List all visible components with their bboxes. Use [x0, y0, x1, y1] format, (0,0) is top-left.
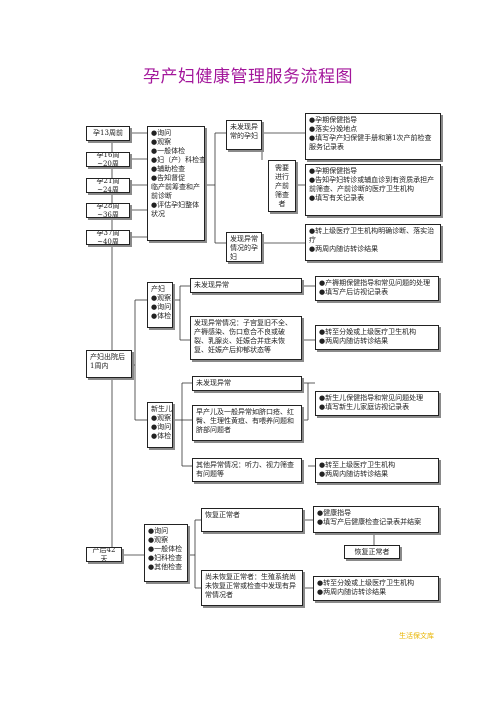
week-box-13: 孕13周前 [86, 126, 130, 141]
newborn-other-actions-box: ●转至上级医疗卫生机构 ●两周内随访转诊结果 [315, 458, 439, 483]
box-text: 需要进行产前筛查者 [275, 163, 289, 208]
week-label: 孕28周~36周 [96, 203, 120, 218]
mother-check-box: 产妇 ●观察 ●询问 ●体检 [147, 282, 173, 328]
list-item: ●两周内随访转诊结果 [319, 470, 389, 478]
list-item: ●告知孕妇转诊或辅血诊到有资质承担产前筛查、产前诊断的医疗卫生机构 [309, 176, 435, 193]
list-item: ●询问 [151, 423, 172, 431]
list-item: ●告知督促 [151, 174, 186, 182]
list-item: ●体检 [151, 432, 172, 440]
list-item: ●询问 [148, 527, 169, 535]
box-text: 产后42天 [92, 547, 116, 562]
list-item: ●一般体检 [151, 147, 186, 155]
newborn-check-box: 新生儿 ●观察 ●询问 ●体检 [147, 402, 173, 448]
recover-normal-box: 恢复正常者 [344, 545, 400, 559]
list-item: ●评估孕妇整体状况 [151, 201, 200, 218]
box-text: 尚未恢复正常者：生殖系统尚未恢复正常或检查中发现有异常情况者 [205, 573, 296, 599]
day42-check-box: ●询问 ●观察 ●一般体检 ●妇科检查 ●其他检查 [144, 524, 188, 582]
newborn-normal-box: 未发现异常 [192, 376, 302, 391]
box-text: 其他异常情况：听力、视力筛查有问题等 [196, 461, 294, 478]
list-item: ●辅助检查 [151, 165, 186, 173]
list-item: ●观察 [151, 138, 172, 146]
box-text: 未发现异常 [194, 281, 229, 289]
newborn-normal-actions-box: ●新生儿保健指导和常见问题处理 ●填写新生儿家庭访视记录表 [315, 391, 439, 416]
list-item: ●两周内随访转诊结果 [309, 245, 379, 253]
list-item: ●填写孕产妇保健手册和第1次产前检查服务记录表 [309, 134, 432, 151]
list-item: ●转至分娩或上级医疗卫生机构 [319, 328, 417, 336]
prenatal-check-box: ●询问 ●观察 ●一般体检 ●妇（产）科检查 ●辅助检查 ●告知督促 临产前筹查… [147, 126, 205, 241]
week-box-21-24: 孕21周~24周 [86, 178, 130, 193]
list-item: ●填写有关记录表 [309, 194, 365, 202]
list-item: ●询问 [151, 129, 172, 137]
not-recovered-box: 尚未恢复正常者：生殖系统尚未恢复正常或检查中发现有异常情况者 [201, 570, 303, 606]
box-text: 未发现异常 [196, 379, 231, 387]
list-item: ●填写产后健康检查记录表并结案 [317, 518, 422, 526]
list-item: ●询问 [151, 303, 172, 311]
postpartum-42-box: 产后42天 [86, 547, 122, 562]
box-text: 恢复正常者 [205, 511, 240, 519]
not-recovered-actions-box: ●转至分娩或上级医疗卫生机构 ●两周内随访转诊结果 [313, 576, 439, 601]
list-item: ●转至上级医疗卫生机构 [319, 461, 396, 469]
list-item: ●两周内随访转诊结果 [317, 588, 387, 596]
prenatal-referral-box: ●转上级医疗卫生机构明确诊断、落实治疗 ●两周内随访转诊结果 [305, 224, 441, 261]
postpartum-discharge-box: 产妇出院后1周内 [86, 350, 132, 378]
week-label: 孕21周~24周 [96, 178, 120, 193]
list-item: ●一般体检 [148, 545, 183, 553]
list-item: ●其他检查 [148, 563, 183, 571]
prenatal-guidance-box: ●孕期保健指导 ●落实分娩地点 ●填写孕产妇保健手册和第1次产前检查服务记录表 [305, 113, 441, 160]
watermark: 生活保文库 [399, 632, 434, 640]
mother-normal-box: 未发现异常 [190, 278, 302, 293]
abnormal-pregnant-box: 发现异常情况的孕妇 [226, 232, 262, 262]
list-item: ●孕期保健指导 [309, 167, 358, 175]
list-item: ●观察 [151, 294, 172, 302]
list-item: ●新生儿保健指导和常见问题处理 [319, 394, 424, 402]
box-text: 产妇出院后1周内 [90, 353, 125, 370]
box-text: 发现异常情况的孕妇 [230, 235, 258, 261]
week-label: 孕13周前 [93, 129, 123, 137]
page-title: 孕产妇健康管理服务流程图 [143, 67, 353, 87]
list-item: ●妇科检查 [148, 554, 183, 562]
box-text: 未发现异常的孕妇 [230, 123, 258, 140]
list-item: ●填写产后访视记录表 [319, 288, 389, 296]
list-item: ●观察 [148, 536, 169, 544]
box-text: 恢复正常者 [354, 547, 390, 556]
list-item: ●观察 [151, 414, 172, 422]
screening-needed-box: 需要进行产前筛查者 [268, 160, 296, 212]
list-item: ●健康指导 [317, 509, 352, 517]
no-abnormal-pregnant-box: 未发现异常的孕妇 [226, 120, 262, 150]
box-text: 发现异常情况：子宫复旧不全、产褥感染、伤口愈合不良或破裂、乳腺炎、妊娠合并症未恢… [194, 319, 292, 354]
list-item: ●两周内随访转诊结果 [319, 337, 389, 345]
list-item: ●产褥期保健指导和常见问题的处理 [319, 279, 431, 287]
mother-abnormal-box: 发现异常情况：子宫复旧不全、产褥感染、伤口愈合不良或破裂、乳腺炎、妊娠合并症未恢… [190, 316, 302, 360]
mother-normal-actions-box: ●产褥期保健指导和常见问题的处理 ●填写产后访视记录表 [315, 276, 439, 301]
prenatal-screening-guidance-box: ●孕期保健指导 ●告知孕妇转诊或辅血诊到有资质承担产前筛查、产前诊断的医疗卫生机… [305, 164, 441, 216]
mother-abnormal-actions-box: ●转至分娩或上级医疗卫生机构 ●两周内随访转诊结果 [315, 325, 439, 350]
list-item: ●转至分娩或上级医疗卫生机构 [317, 579, 415, 587]
list-item: 临产前筹查和产前诊断 [151, 183, 200, 200]
recovered-box: 恢复正常者 [201, 508, 303, 532]
list-item: ●体检 [151, 312, 172, 320]
week-label: 孕37周~40周 [96, 230, 120, 245]
list-item: ●妇（产）科检查 [151, 156, 205, 164]
week-box-28-36: 孕28周~36周 [86, 203, 130, 218]
list-item: ●孕期保健指导 [309, 116, 358, 124]
list-item: 产妇 [151, 285, 165, 293]
list-item: 新生儿 [151, 405, 172, 413]
list-item: ●落实分娩地点 [309, 125, 358, 133]
week-box-16-20: 孕16周~20周 [86, 152, 130, 167]
week-box-37-40: 孕37周~40周 [86, 230, 130, 245]
newborn-abnormal-box: 早产儿及一般异常如脐口疮、红臀、生理性黄疸、有喂养问题和脐部问题者 [192, 405, 302, 441]
newborn-other-box: 其他异常情况：听力、视力筛查有问题等 [192, 458, 302, 482]
list-item: ●填写新生儿家庭访视记录表 [319, 403, 410, 411]
week-label: 孕16周~20周 [96, 152, 120, 167]
recovered-actions-box: ●健康指导 ●填写产后健康检查记录表并结案 [313, 506, 439, 533]
list-item: ●转上级医疗卫生机构明确诊断、落实治疗 [309, 227, 435, 244]
box-text: 早产儿及一般异常如脐口疮、红臀、生理性黄疸、有喂养问题和脐部问题者 [196, 408, 294, 434]
